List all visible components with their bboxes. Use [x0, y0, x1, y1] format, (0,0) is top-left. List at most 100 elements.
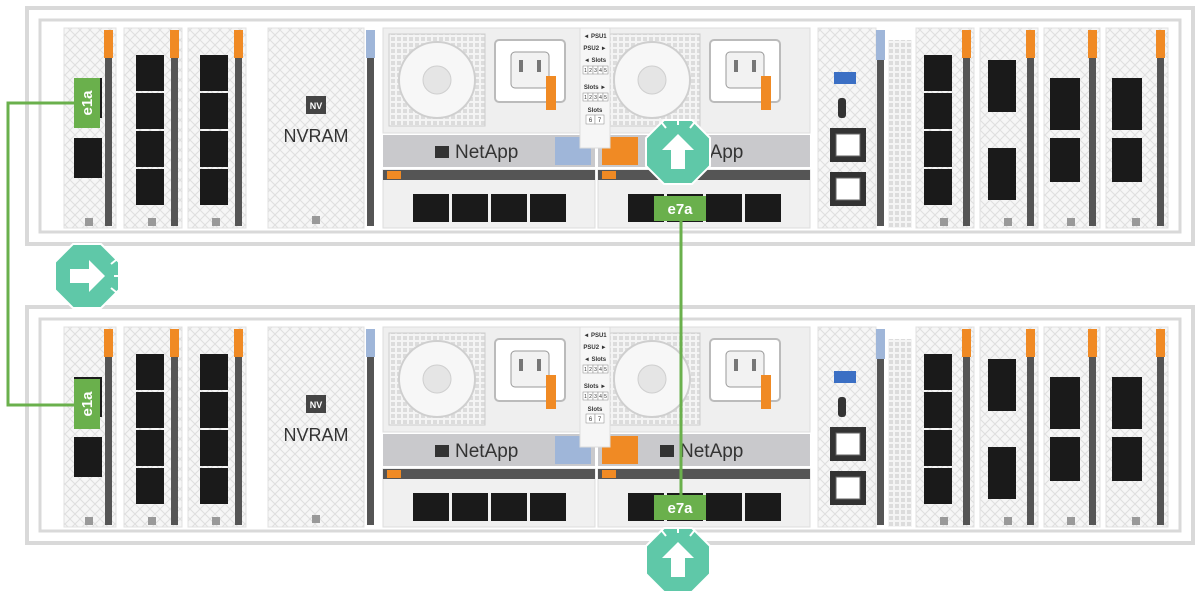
slot-latch	[1156, 30, 1165, 58]
psu-label: ◄ Slots	[584, 357, 607, 363]
slot-led	[212, 517, 220, 525]
chassis-outer	[25, 305, 1195, 545]
io-slot	[915, 326, 975, 528]
port-cage	[924, 169, 952, 205]
io-module-rail	[383, 170, 595, 180]
slot-cell	[602, 364, 609, 374]
slot-number: 2	[589, 95, 592, 101]
management-panel	[817, 326, 912, 528]
slot-rail	[1089, 58, 1096, 226]
io-slot	[123, 27, 183, 229]
slot-rail	[1157, 357, 1164, 525]
slot-rail	[171, 357, 178, 525]
slot-cell	[602, 65, 609, 75]
port-cage	[530, 493, 566, 521]
io-slot	[1043, 326, 1101, 528]
psu-block: NetApp	[382, 326, 596, 528]
port-cage	[924, 55, 952, 91]
io-module-rail	[598, 469, 810, 479]
slot-cell	[594, 114, 605, 125]
slot-rail	[235, 357, 242, 525]
port-cage	[200, 169, 228, 205]
nvram-rail	[367, 357, 374, 525]
up-arrow-icon	[645, 119, 711, 185]
io-module-latch	[387, 171, 401, 179]
port-label-top-e1a: e1a	[74, 78, 100, 128]
up-arrow-icon	[645, 527, 711, 593]
slot-latch	[104, 329, 113, 357]
io-slot	[1105, 27, 1169, 229]
slot-latch	[1026, 329, 1035, 357]
psu-label: Slots	[588, 407, 603, 413]
right-arrow-icon	[54, 243, 120, 309]
slot-led	[148, 517, 156, 525]
slot-rail	[963, 58, 970, 226]
slot-number: 1	[584, 95, 587, 101]
io-module-latch	[602, 171, 616, 179]
slot-rail	[1157, 58, 1164, 226]
nvram-led	[312, 216, 320, 224]
psu-label: Slots ►	[584, 384, 606, 390]
port-cage	[1050, 437, 1080, 481]
port-cage	[413, 194, 449, 222]
psu-label: ◄ PSU1	[583, 34, 607, 40]
slot-number: 5	[604, 367, 607, 373]
port-cage	[706, 194, 742, 222]
brand-label: NetApp	[455, 142, 518, 163]
vent-grille	[888, 40, 912, 228]
slot-rail	[105, 357, 112, 525]
nvram-badge: NV	[310, 101, 323, 111]
nvram-led	[312, 515, 320, 523]
slot-number: 1	[584, 367, 587, 373]
slot-latch	[1156, 329, 1165, 357]
slot-led	[1132, 218, 1140, 226]
psu-label: ◄ Slots	[584, 58, 607, 64]
port-cage	[1112, 138, 1142, 182]
slot-rail	[235, 58, 242, 226]
psu-handle	[546, 375, 556, 409]
slot-number: 6	[589, 118, 593, 124]
slot-latch	[170, 30, 179, 58]
slot-number: 2	[589, 367, 592, 373]
slot-latch	[104, 30, 113, 58]
nvram-chip-icon	[306, 395, 326, 413]
port-cage	[924, 354, 952, 390]
io-slot	[979, 27, 1039, 229]
psu-label: PSU2 ►	[583, 46, 606, 52]
io-slot	[915, 27, 975, 229]
mgmt-rail	[877, 60, 884, 226]
port-cage	[988, 359, 1016, 411]
slot-number: 5	[604, 95, 607, 101]
slot-latch	[1088, 30, 1097, 58]
port-cage	[200, 430, 228, 466]
slot-led	[1004, 218, 1012, 226]
port-cage	[745, 194, 781, 222]
port-cage	[924, 93, 952, 129]
psu-label: ◄ PSU1	[583, 333, 607, 339]
port-label-text: e7a	[667, 201, 693, 218]
slot-led	[1132, 517, 1140, 525]
nvram-rail	[367, 58, 374, 226]
port-cage	[136, 354, 164, 390]
nvram-badge: NV	[310, 400, 323, 410]
slot-led	[940, 517, 948, 525]
slot-latch	[170, 329, 179, 357]
psu-label: PSU2 ►	[583, 345, 606, 351]
port-label-bottom-e7a: e7a	[654, 495, 706, 520]
slot-number: 3	[594, 68, 597, 74]
slot-latch	[234, 329, 243, 357]
slot-number: 4	[599, 367, 602, 373]
slot-latch	[1026, 30, 1035, 58]
io-slot	[1105, 326, 1169, 528]
port-cage	[200, 468, 228, 504]
netapp-logo-icon	[660, 445, 674, 457]
port-cage	[200, 93, 228, 129]
port-cage	[491, 194, 527, 222]
brand-label: NetApp	[455, 441, 518, 462]
io-module-latch	[602, 470, 616, 478]
netapp-logo-icon	[435, 445, 449, 457]
slot-led	[1067, 517, 1075, 525]
mgmt-latch	[876, 30, 885, 60]
